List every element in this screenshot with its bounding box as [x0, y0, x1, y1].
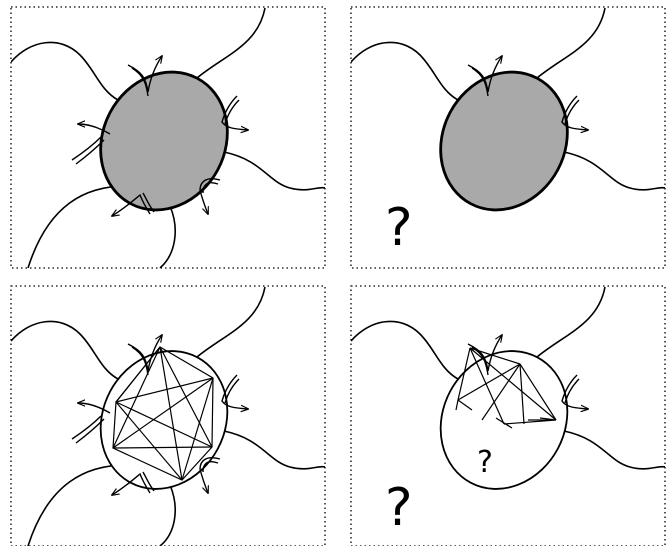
question-mark: ?: [385, 198, 413, 258]
question-mark: ?: [385, 478, 413, 538]
question-mark-inside: ?: [477, 445, 493, 480]
boundary-crossing-arrows: [467, 335, 588, 409]
boundary-crossing-arrows: [71, 56, 248, 216]
shaded-region: [439, 70, 569, 212]
boundary-crossing-arrows: [71, 335, 248, 495]
panel-border: [350, 285, 666, 546]
complete-interior-graph: [112, 346, 214, 481]
shaded-region: [99, 70, 229, 212]
external-curves: [351, 7, 665, 191]
panel-border: [10, 285, 326, 546]
panel-bottom-right: ? ?: [350, 285, 666, 546]
outlined-region: [99, 350, 229, 490]
panel-top-left: [10, 6, 326, 269]
panel-top-right: ?: [350, 6, 666, 269]
external-curves: [351, 286, 665, 470]
outlined-region: [439, 350, 569, 490]
panel-bottom-left: [10, 285, 326, 546]
boundary-crossing-arrows: [467, 56, 588, 130]
